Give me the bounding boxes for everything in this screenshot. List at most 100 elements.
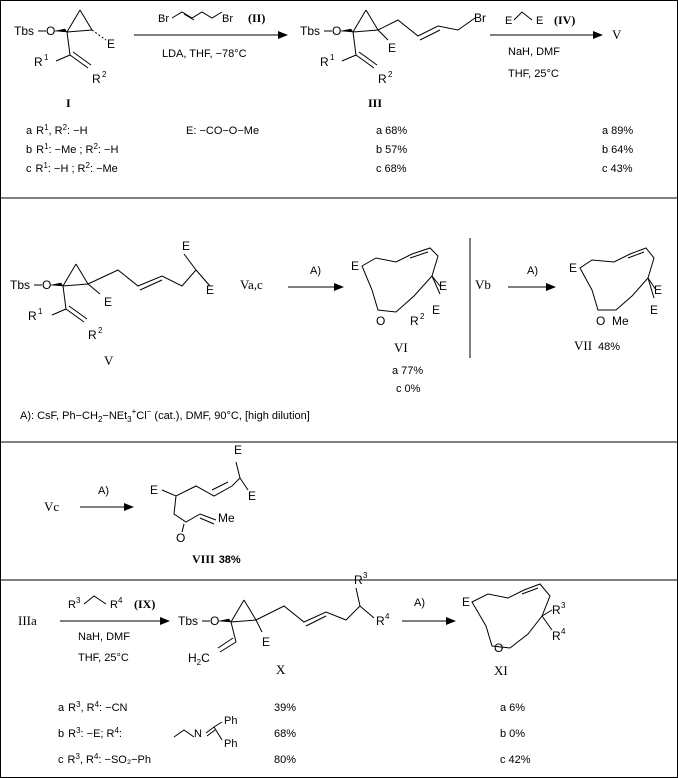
svg-text:4: 4 bbox=[385, 612, 390, 621]
svg-text:O: O bbox=[46, 24, 55, 38]
svg-text:R: R bbox=[88, 328, 97, 342]
svg-text:b 64%: b 64% bbox=[602, 144, 633, 156]
svg-text:E: E bbox=[150, 483, 158, 497]
svg-text:b 57%: b 57% bbox=[376, 144, 407, 156]
svg-text:Tbs: Tbs bbox=[10, 278, 30, 292]
svg-text:R: R bbox=[376, 614, 385, 628]
compound-VI: E E E O R 2 VI a 77% c 0% bbox=[351, 247, 447, 395]
svg-text:A): A) bbox=[98, 485, 109, 497]
svg-text:E: E bbox=[505, 15, 512, 27]
svg-text:E: E bbox=[654, 283, 662, 297]
svg-text:R: R bbox=[92, 72, 101, 86]
compound-label-XI: XI bbox=[494, 663, 508, 678]
svg-text:Me: Me bbox=[612, 314, 629, 328]
svg-text:2: 2 bbox=[420, 312, 425, 321]
arrow-Vac: Va,c A) bbox=[240, 265, 344, 292]
svg-text:O: O bbox=[332, 24, 341, 38]
compound-I: Tbs O E R 1 R 2 I bbox=[14, 9, 115, 110]
svg-text:Me: Me bbox=[218, 511, 235, 525]
reaction-Vc: Vc A) bbox=[44, 485, 134, 514]
svg-text:Tbs: Tbs bbox=[300, 24, 320, 38]
tbs-label-I: Tbs bbox=[14, 24, 34, 38]
svg-text:E: E bbox=[182, 239, 190, 253]
svg-text:b 0%: b 0% bbox=[500, 728, 525, 740]
svg-text:IIIa: IIIa bbox=[18, 613, 37, 628]
svg-text:R: R bbox=[320, 55, 329, 69]
svg-text:Ph: Ph bbox=[224, 738, 237, 750]
reagent-II-label: (II) bbox=[248, 11, 265, 25]
svg-text:a 77%: a 77% bbox=[392, 365, 423, 377]
svg-text:A): A) bbox=[527, 265, 538, 277]
svg-text:A): A) bbox=[310, 265, 321, 277]
svg-text:N: N bbox=[194, 728, 202, 740]
compound-label-I: I bbox=[66, 96, 71, 110]
svg-text:THF, 25°C: THF, 25°C bbox=[508, 68, 559, 80]
svg-text:R: R bbox=[354, 573, 363, 587]
svg-text:c 43%: c 43% bbox=[602, 163, 633, 175]
svg-text:1: 1 bbox=[44, 53, 49, 62]
svg-text:E: E bbox=[107, 37, 115, 51]
svg-text:E: E bbox=[536, 15, 543, 27]
svg-text:2: 2 bbox=[102, 70, 107, 79]
svg-text:cR3, R4: −SO₂−Ph: cR3, R4: −SO₂−Ph bbox=[58, 752, 151, 766]
compound-label-VI: VI bbox=[394, 340, 408, 355]
svg-text:NaH, DMF: NaH, DMF bbox=[78, 631, 130, 643]
svg-text:2: 2 bbox=[388, 70, 393, 79]
arrow-Vb: Vb A) bbox=[475, 265, 556, 292]
svg-text:O: O bbox=[210, 614, 219, 628]
reagent-IV-label: (IV) bbox=[554, 13, 575, 27]
compound-label-III: III bbox=[368, 96, 382, 110]
svg-text:Vb: Vb bbox=[475, 277, 491, 292]
reagent-IX-label: (IX) bbox=[134, 597, 155, 611]
compound-XI: E R 3 R 4 O XI bbox=[462, 583, 566, 678]
svg-text:E: E bbox=[234, 443, 242, 457]
svg-text:Ph: Ph bbox=[224, 715, 237, 727]
svg-text:E: E bbox=[104, 295, 112, 309]
svg-text:E: E bbox=[462, 595, 470, 609]
arrow-step2: E E (IV) V NaH, DMF THF, 25°C a 89% b 64… bbox=[490, 11, 633, 175]
svg-text:1: 1 bbox=[330, 53, 335, 62]
svg-text:80%: 80% bbox=[274, 754, 296, 766]
svg-text:Br: Br bbox=[158, 13, 169, 25]
condition-step1: LDA, THF, −78°C bbox=[162, 48, 247, 60]
svg-text:E: E bbox=[206, 283, 214, 297]
condition-A-definition: A): CsF, Ph−CH2−NEt3+Cl− (cat.), DMF, 90… bbox=[20, 407, 310, 424]
svg-text:E: E bbox=[351, 259, 359, 273]
svg-text:Br: Br bbox=[222, 13, 233, 25]
compound-V: Tbs O E E E R 1 R 2 V bbox=[10, 239, 214, 368]
svg-text:R: R bbox=[110, 599, 118, 611]
svg-text:1: 1 bbox=[38, 307, 43, 316]
svg-text:R: R bbox=[552, 629, 561, 643]
svg-text:Br: Br bbox=[474, 11, 486, 25]
svg-text:a 6%: a 6% bbox=[500, 702, 525, 714]
svg-text:THF, 25°C: THF, 25°C bbox=[78, 652, 129, 664]
svg-text:4: 4 bbox=[561, 627, 566, 636]
svg-text:O: O bbox=[176, 531, 185, 545]
svg-text:O: O bbox=[376, 314, 385, 328]
svg-text:R: R bbox=[378, 72, 387, 86]
svg-text:aR3, R4: −CN: aR3, R4: −CN bbox=[58, 700, 128, 714]
E-definition: E: −CO−O−Me bbox=[186, 125, 259, 137]
svg-text:E: E bbox=[248, 489, 256, 503]
svg-text:c 68%: c 68% bbox=[376, 163, 407, 175]
svg-text:39%: 39% bbox=[274, 702, 296, 714]
svg-text:3: 3 bbox=[76, 596, 81, 605]
svg-text:R: R bbox=[410, 314, 419, 328]
svg-text:O: O bbox=[42, 278, 51, 292]
svg-text:Vc: Vc bbox=[44, 499, 59, 514]
svg-text:O: O bbox=[494, 641, 503, 655]
reaction-IIIa: IIIa R 3 R 4 (IX) NaH, DMF THF, 25°C bbox=[18, 595, 170, 664]
svg-text:2: 2 bbox=[98, 326, 103, 335]
svg-text:E: E bbox=[569, 261, 577, 275]
arrow-step1: Br Br (II) LDA, THF, −78°C bbox=[134, 11, 288, 60]
svg-text:E: E bbox=[262, 635, 270, 649]
